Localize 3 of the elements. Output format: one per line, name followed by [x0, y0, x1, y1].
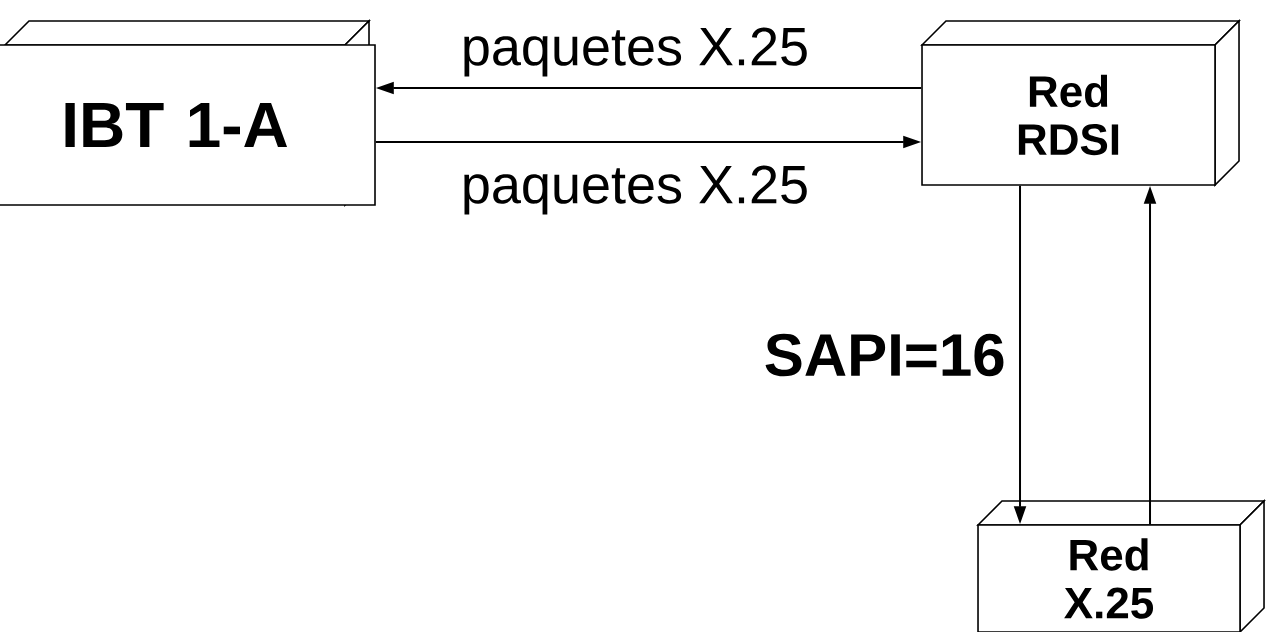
edge-label: SAPI=16: [761, 331, 1008, 379]
edge-label: paquetes X.25: [458, 163, 812, 217]
edge-label: paquetes X.25: [458, 25, 812, 79]
